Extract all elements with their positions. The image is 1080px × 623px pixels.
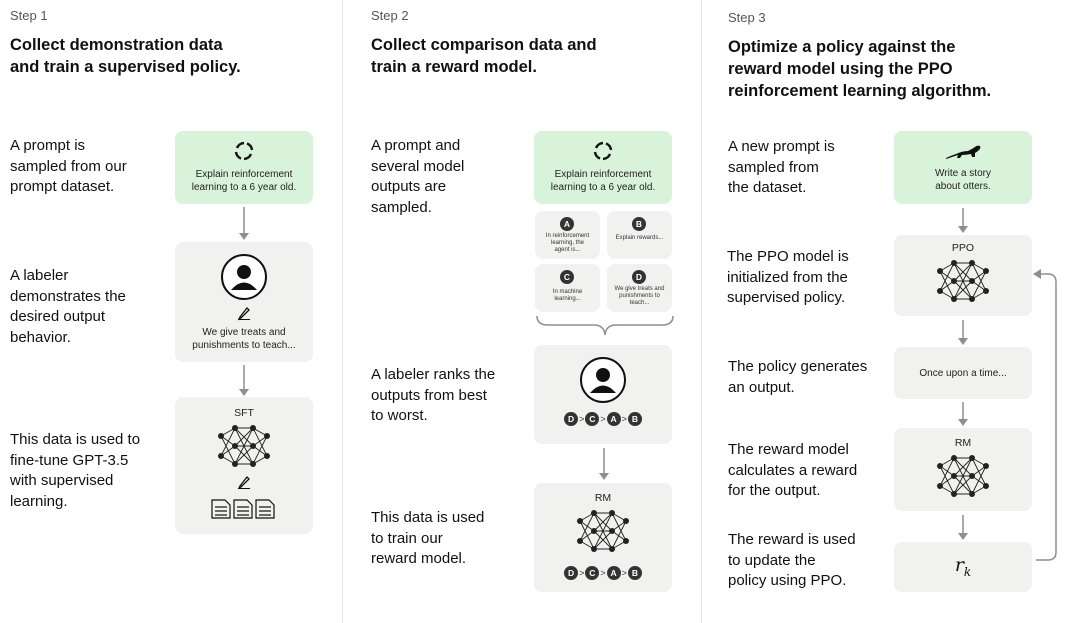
step-2-label: Step 2 [371, 8, 409, 23]
column-divider-2 [701, 0, 702, 623]
reward-symbol: rk [954, 554, 972, 579]
neural-network-icon [937, 455, 989, 497]
neural-network-icon [577, 510, 629, 552]
bracket-icon [536, 315, 674, 336]
otter-icon [946, 145, 981, 159]
rm-label: RM [594, 492, 612, 504]
column-divider-1 [342, 0, 343, 623]
step-3-ppo-box: PPO [894, 235, 1032, 316]
rm-label: RM [954, 437, 972, 449]
person-icon [221, 254, 267, 300]
sft-label: SFT [234, 407, 254, 419]
neural-network-icon [218, 425, 270, 467]
feedback-loop-arrow-icon [1033, 269, 1057, 561]
step-3-output-text: Once upon a time... [919, 368, 1007, 379]
step-3-label: Step 3 [728, 10, 766, 25]
ranking-row: D>C>A>B [534, 566, 672, 580]
arrow-down-icon [239, 365, 249, 396]
ppo-label: PPO [951, 242, 975, 254]
step-2-rm-box: RM D>C>A>B [534, 483, 672, 592]
step-3-rm-box: RM [894, 428, 1032, 511]
step-1-sft-box: SFT [175, 397, 313, 534]
arrow-down-icon [958, 402, 968, 426]
step-2-labeler-box: D>C>A>B [534, 345, 672, 444]
step-1-title: Collect demonstration data and train a s… [10, 36, 241, 76]
pencil-icon [237, 307, 250, 321]
neural-network-icon [937, 260, 989, 302]
arrow-down-icon [958, 515, 968, 540]
step-3-reward-box: rk [894, 542, 1032, 592]
refresh-icon [234, 141, 254, 161]
documents-icon [211, 499, 275, 519]
step-3-output-box: Once upon a time... [894, 347, 1032, 399]
step-1-column: Step 1 Collect demonstration data and tr… [0, 0, 342, 623]
step-1-label: Step 1 [10, 8, 48, 23]
person-icon [580, 357, 626, 403]
pencil-icon [237, 476, 250, 490]
ranking-row: D>C>A>B [534, 412, 672, 426]
refresh-icon [593, 141, 613, 161]
arrow-down-icon [599, 448, 609, 480]
arrow-down-icon [239, 207, 249, 240]
arrow-down-icon [958, 320, 968, 345]
output-box-b: B Explain rewards... [607, 211, 672, 259]
arrow-down-icon [958, 208, 968, 233]
